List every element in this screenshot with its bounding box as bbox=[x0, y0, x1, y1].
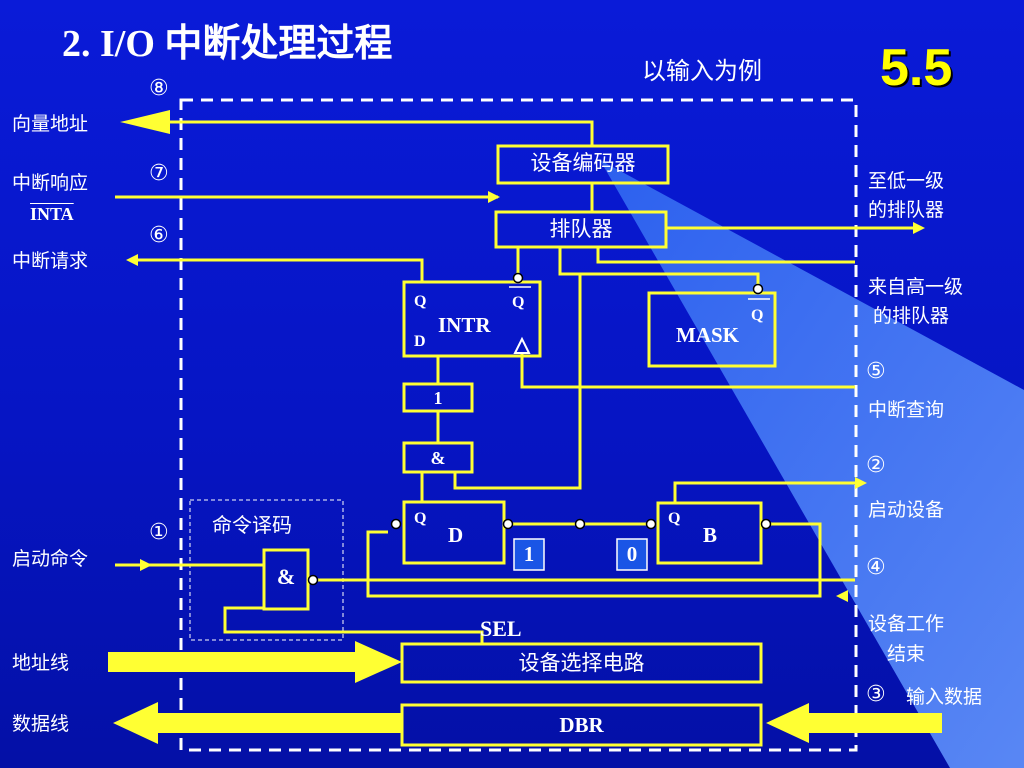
clock-input-triangle bbox=[513, 336, 531, 354]
inta-label: INTA bbox=[30, 204, 74, 224]
mask-label: MASK bbox=[676, 323, 739, 347]
queue-label: 排队器 bbox=[549, 217, 613, 241]
queue-block bbox=[494, 210, 668, 249]
subtitle: 以输入为例 bbox=[642, 57, 762, 85]
b-flag-value: 0 bbox=[626, 542, 638, 566]
int-response-label: 中断响应 bbox=[12, 172, 89, 194]
data-bus-label: 数据线 bbox=[12, 713, 70, 735]
data-bus-arrow bbox=[113, 702, 402, 744]
d-ff-right-bubble bbox=[502, 518, 514, 530]
and-gate-block bbox=[402, 441, 474, 474]
or-gate-label: 1 bbox=[433, 388, 443, 408]
device-done-arrow-head bbox=[836, 590, 848, 602]
int-query-wire bbox=[520, 354, 855, 389]
blocks bbox=[262, 144, 777, 747]
page-title: 2. I/O 中断处理过程 bbox=[62, 23, 393, 65]
step-8: ⑧ bbox=[149, 76, 169, 101]
light-beam bbox=[600, 160, 1024, 768]
d-ff-block bbox=[402, 500, 506, 565]
d-ff-q-label: Q bbox=[414, 510, 427, 527]
encoder-label: 设备编码器 bbox=[530, 151, 636, 175]
start-cmd-arrow-head bbox=[140, 559, 152, 571]
to-lower-label-1: 至低一级 bbox=[868, 170, 945, 192]
intr-qbar-label: Q bbox=[512, 294, 525, 311]
from-higher-label-1: 来自高一级 bbox=[868, 276, 964, 298]
mask-queue-wire bbox=[558, 247, 760, 287]
b-flag-box bbox=[616, 538, 648, 571]
from-higher-label-2: 的排队器 bbox=[873, 305, 950, 327]
lower-arrow-head bbox=[913, 222, 925, 234]
input-data-arrow bbox=[766, 703, 942, 743]
sel-label: SEL bbox=[480, 616, 522, 641]
intr-d-label: D bbox=[414, 333, 426, 350]
mask-qbar-bubble bbox=[752, 283, 764, 295]
and-feedback-wire bbox=[453, 274, 582, 490]
start-device-arrow-head bbox=[855, 477, 867, 489]
dbr-block bbox=[400, 703, 763, 747]
device-done-label-2: 结束 bbox=[887, 643, 926, 665]
vector-arrow-head bbox=[120, 110, 170, 134]
intr-label: INTR bbox=[438, 313, 491, 337]
mask-block bbox=[647, 291, 777, 368]
int-request-label: 中断请求 bbox=[12, 250, 89, 272]
from-higher-queue-wire bbox=[596, 247, 855, 264]
address-bus-arrow bbox=[108, 641, 402, 683]
request-arrow-head bbox=[126, 254, 138, 266]
d-flag-value: 1 bbox=[523, 542, 535, 566]
addr-bus-label: 地址线 bbox=[12, 652, 70, 674]
arrow-heads bbox=[120, 110, 925, 602]
mask-qbar-label: Q bbox=[751, 307, 764, 324]
start-cmd-label: 启动命令 bbox=[12, 548, 89, 570]
step-4: ④ bbox=[866, 555, 886, 580]
d-ff-label: D bbox=[448, 523, 464, 547]
and-gate-label: & bbox=[430, 448, 446, 468]
d-ff-left-bubble bbox=[390, 518, 402, 530]
b-ff-q-label: Q bbox=[668, 510, 681, 527]
device-done-wire bbox=[366, 522, 822, 598]
b-ff-label: B bbox=[703, 523, 718, 547]
step-1: ① bbox=[149, 520, 169, 545]
vector-address-label: 向量地址 bbox=[12, 113, 89, 135]
device-done-label-1: 设备工作 bbox=[868, 613, 945, 635]
step-5: ⑤ bbox=[866, 359, 886, 384]
intr-q-label: Q bbox=[414, 293, 427, 310]
decode-and-label: & bbox=[276, 564, 296, 589]
sel-wire bbox=[223, 606, 484, 644]
select-circuit-label: 设备选择电路 bbox=[518, 651, 645, 675]
inversion-bubbles bbox=[307, 272, 772, 586]
step-6: ⑥ bbox=[149, 223, 169, 248]
input-data-label: 输入数据 bbox=[906, 686, 983, 708]
or-gate-block bbox=[402, 382, 474, 413]
int-query-label: 中断查询 bbox=[868, 399, 945, 421]
dbr-label: DBR bbox=[559, 713, 604, 737]
inta-arrow-head bbox=[488, 191, 500, 203]
step-2: ② bbox=[866, 453, 886, 478]
step-7: ⑦ bbox=[149, 161, 169, 186]
start-device-wire bbox=[673, 481, 855, 504]
d-flag-box bbox=[513, 538, 545, 571]
wires bbox=[115, 120, 915, 644]
select-circuit-block bbox=[400, 642, 763, 684]
b-ff-left-bubble bbox=[645, 518, 657, 530]
cmd-decode-label: 命令译码 bbox=[212, 513, 292, 537]
encoder-block bbox=[496, 144, 670, 185]
step-3: ③ bbox=[866, 682, 886, 707]
vector-address-wire bbox=[168, 120, 594, 146]
decode-and-bubble bbox=[307, 574, 319, 586]
interface-boundary bbox=[179, 98, 858, 752]
b-ff-block bbox=[656, 501, 763, 565]
section-number: 5.5 bbox=[880, 39, 953, 97]
int-request-wire bbox=[138, 258, 424, 282]
to-lower-label-2: 的排队器 bbox=[868, 199, 945, 221]
b-ff-right-bubble bbox=[760, 518, 772, 530]
start-device-label: 启动设备 bbox=[868, 499, 945, 521]
intr-qbar-bubble bbox=[512, 272, 524, 284]
link-bubble bbox=[574, 518, 586, 530]
intr-block bbox=[402, 280, 542, 358]
